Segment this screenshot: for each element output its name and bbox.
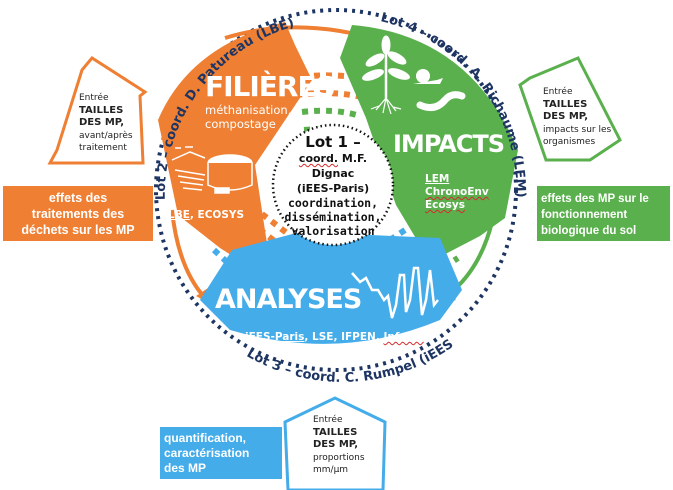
- center-coord-prefix: coord.: [298, 152, 339, 165]
- callout-line: Entrée: [79, 93, 109, 103]
- segment-filieres[interactable]: [158, 22, 312, 262]
- filieres-subtitle: méthanisation, compostage: [205, 103, 291, 131]
- callout-line: organismes: [543, 137, 596, 147]
- outer-ring: [154, 8, 518, 372]
- callout-line: mm/µm: [313, 465, 349, 475]
- callout-line: proportions: [313, 452, 365, 463]
- callout-bold: TAILLES: [313, 426, 358, 438]
- effect-line: fonctionnement: [541, 209, 628, 221]
- callout-right-shape: [518, 56, 622, 162]
- partner-ecosys: , ECOSYS: [189, 209, 245, 221]
- spectrum-icon: [351, 266, 439, 319]
- segment-impacts[interactable]: [340, 25, 518, 262]
- callout-bold: DES MP,: [543, 111, 589, 122]
- effect-box-filieres: effets des traitements des déchets sur l…: [3, 186, 153, 241]
- effect-line: des MP: [164, 461, 207, 475]
- effect-line: effets des MP sur le: [541, 193, 649, 205]
- analyses-partners: iEES-Paris, LSE, IFPEN, Infosol: [245, 331, 424, 344]
- callout-bottom: Entrée TAILLES DES MP, proportions mm/µm: [313, 414, 365, 477]
- filieres-partners: LBE, ECOSYS: [168, 209, 244, 222]
- partner-lse-ifpen: , LSE, IFPEN,: [304, 331, 384, 343]
- segment-analyses[interactable]: [200, 232, 462, 344]
- partner-lbe: LBE: [168, 209, 190, 221]
- plant-icon: [362, 35, 410, 115]
- digester-icon: [171, 146, 253, 194]
- effect-line: quantification,: [164, 431, 246, 445]
- effect-line: traitements des: [31, 207, 125, 221]
- center-title: Lot 1 –: [305, 133, 361, 151]
- center-role: valorisation: [291, 224, 375, 238]
- callout-left: Entrée TAILLES DES MP, avant/après trait…: [79, 92, 133, 155]
- callout-bold: DES MP,: [79, 117, 125, 128]
- effect-line: biologique du sol: [541, 225, 637, 237]
- partner-lem: LEM: [425, 173, 450, 185]
- center-role: coordination,: [287, 196, 378, 210]
- partner-infosol: Infosol: [383, 331, 424, 343]
- callout-right: Entrée TAILLES DES MP, impacts sur les o…: [543, 86, 611, 149]
- callout-line: Entrée: [543, 87, 573, 97]
- partner-ecosys: Ecosys: [425, 199, 465, 211]
- effect-line: caractérisation: [164, 446, 250, 460]
- earthworm-icon: [416, 91, 466, 112]
- filieres-title: FILIÈRES: [205, 70, 336, 103]
- partner-chronoenv: ChronoEnv: [425, 186, 489, 198]
- impacts-partners: LEM ChronoEnv Ecosys: [425, 173, 489, 212]
- callout-line: Entrée: [313, 415, 343, 425]
- center-lot1: Lot 1 – coord. M.F. Dignac (iEES-Paris) …: [277, 133, 389, 238]
- effect-line: déchets sur les MP: [21, 223, 135, 237]
- callout-line: avant/après: [79, 130, 133, 141]
- effect-box-impacts: effets des MP sur le fonctionnement biol…: [537, 186, 670, 241]
- snail-icon: [413, 69, 443, 84]
- callout-bold: TAILLES: [543, 98, 588, 110]
- filieres-subtitle-line: méthanisation,: [205, 103, 292, 117]
- effect-line: effets des: [48, 191, 108, 205]
- callout-bottom-shape: [283, 396, 387, 490]
- callout-bold: DES MP,: [313, 439, 359, 450]
- filieres-subtitle-line: compostage: [205, 117, 276, 131]
- center-circle[interactable]: [271, 123, 395, 247]
- impacts-title: IMPACTS: [393, 130, 505, 158]
- center-role: dissémination,: [284, 210, 382, 224]
- callout-left-shape: [47, 56, 148, 165]
- analyses-title: ANALYSES: [215, 284, 362, 315]
- callout-bold: TAILLES: [79, 104, 124, 116]
- center-coord-name: M.F. Dignac: [311, 152, 368, 180]
- center-lab: (iEES-Paris): [296, 182, 370, 195]
- effect-box-analyses: quantification, caractérisation des MP: [160, 427, 282, 479]
- arrow-filieres-to-analyses: [170, 209, 207, 300]
- center-coord: coord. M.F. Dignac: [277, 151, 389, 181]
- callout-line: impacts sur les: [543, 124, 612, 135]
- callout-line: traitement: [79, 143, 127, 153]
- partner-iees-paris: iEES-Paris: [245, 331, 305, 343]
